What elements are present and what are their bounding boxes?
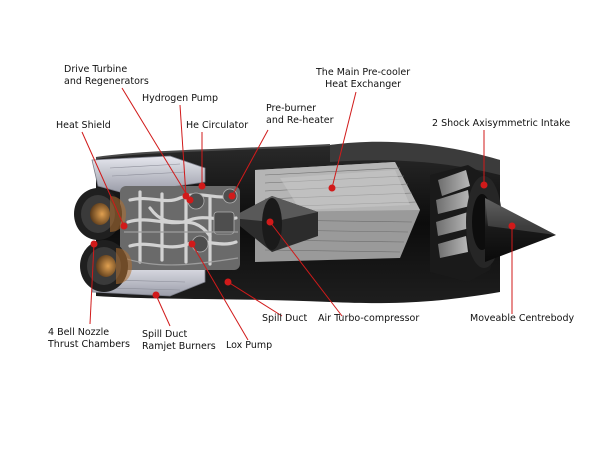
label-line: Ramjet Burners [142,341,216,352]
label-line: Heat Exchanger [325,79,402,90]
leader-dot [328,184,336,192]
label-main-precooler: The Main Pre-cooler Heat Exchanger [316,67,410,91]
label-line: Spill Duct [142,329,188,340]
label-preburner: Pre-burner and Re-heater [266,103,334,127]
leader-dots [90,181,516,299]
leader-dot [266,218,274,226]
label-spill-duct: Spill Duct [262,313,308,324]
leader-spill-ramjet [155,294,171,327]
leader-air-turbo [269,221,343,317]
label-centrebody: Moveable Centrebody [470,313,575,324]
label-bell-nozzle: 4 Bell Nozzle Thrust Chambers [48,327,130,351]
leader-hydrogen-pump [179,104,187,197]
leader-bell-nozzle [89,243,95,325]
leader-drive-turbine [121,87,191,201]
leader-dot [508,222,516,230]
label-hydrogen-pump: Hydrogen Pump [142,93,219,104]
leader-preburner [231,129,269,197]
label-spill-ramjet: Spill Duct Ramjet Burners [142,329,216,353]
leader-lox-pump [191,243,249,341]
label-line: 4 Bell Nozzle [48,327,110,338]
label-he-circulator: He Circulator [186,120,249,131]
label-drive-turbine: Drive Turbine and Regenerators [64,64,149,88]
label-line: and Regenerators [64,76,149,87]
label-line: Pre-burner [266,103,317,114]
leader-dot [228,192,236,200]
leader-dot [198,182,206,190]
leader-main-precooler [331,91,357,189]
leader-dot [90,240,98,248]
leader-dot [120,222,128,230]
intake-assembly [430,165,556,282]
leader-spill-duct [227,281,283,317]
leader-dot [480,181,488,189]
leader-dot [152,291,160,299]
leader-dot [224,278,232,286]
label-lox-pump: Lox Pump [226,340,273,351]
label-line: and Re-heater [266,115,334,126]
leader-dot [182,192,190,200]
leader-lines [81,87,513,341]
label-heat-shield: Heat Shield [56,120,111,131]
core-pipework [120,186,240,270]
label-air-turbo: Air Turbo-compressor [318,313,420,324]
leader-heat-shield [81,131,125,227]
label-intake: 2 Shock Axisymmetric Intake [432,118,571,129]
label-line: Drive Turbine [64,64,128,75]
label-line: The Main Pre-cooler [316,67,411,78]
leader-dot [188,240,196,248]
label-line: Thrust Chambers [48,339,130,350]
